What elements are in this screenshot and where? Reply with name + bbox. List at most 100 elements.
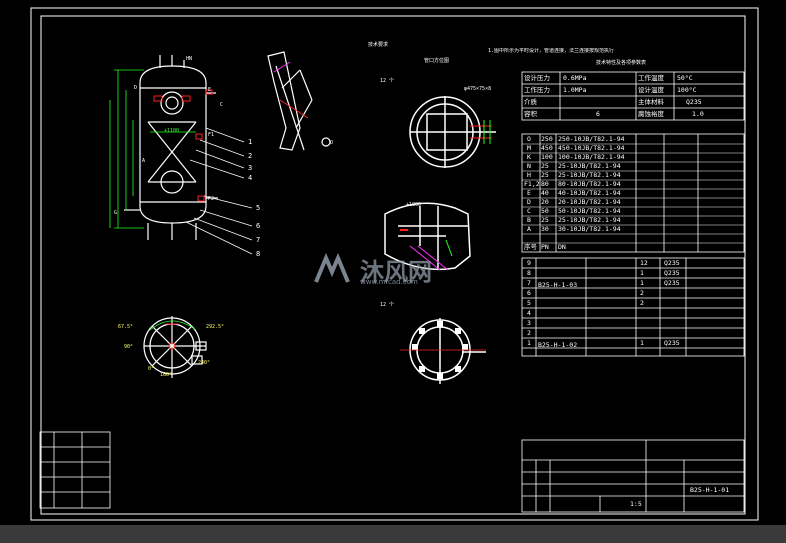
part-no: 4 <box>527 309 531 317</box>
part-no: 2 <box>527 329 531 337</box>
nozzle-dn: 250 <box>541 135 553 143</box>
spec-v1-1: 1.0MPa <box>563 86 587 94</box>
section-view-top-accents <box>470 125 492 139</box>
title-drawing-no: B25-H-1-01 <box>690 486 730 494</box>
spec-v2-0: 50°C <box>677 74 693 82</box>
nozzle-std: 20-10JB/T82.1-94 <box>558 198 621 206</box>
nozzle-std: 25-10JB/T82.1-94 <box>558 171 621 179</box>
leader-3: 3 <box>248 164 253 172</box>
nozzle-std: 80-10JB/T82.1-94 <box>558 180 621 188</box>
part-no: 8 <box>527 269 531 277</box>
part-qty: 2 <box>640 299 644 307</box>
callout-d-top: D <box>134 85 138 91</box>
part-mat: Q235 <box>664 339 680 347</box>
spec-table-lines <box>521 71 745 121</box>
spec-v1-3: 6 <box>596 110 600 118</box>
bracket-section-line <box>279 99 309 119</box>
nozzle-dn: 20 <box>541 198 549 206</box>
nozzle-highlights <box>153 89 213 202</box>
leader-6: 6 <box>256 222 261 230</box>
bottom-strip <box>0 525 786 543</box>
nozzle-orientation-arc <box>149 320 197 331</box>
section-view-middle-green <box>445 239 453 257</box>
callout-a: A <box>142 158 146 164</box>
spec-k1-3: 容积 <box>524 110 537 118</box>
section-view-bottom[interactable] <box>409 318 486 384</box>
part-no: 5 <box>527 299 531 307</box>
part-qty: 1 <box>640 339 644 347</box>
nozzle-id: D <box>527 198 531 206</box>
notes-line-1: 1.图中所示为平时设计，管道连接，法兰连接按规范执行 <box>488 48 615 54</box>
angle-4: 180° <box>160 372 173 378</box>
section-view-middle[interactable] <box>384 202 471 271</box>
dimension-lines-front <box>109 69 196 229</box>
vessel-front-view[interactable] <box>124 55 218 240</box>
nozzle-std: 25-10JB/T82.1-94 <box>558 216 621 224</box>
callout-o: O <box>330 140 334 146</box>
part-qty: 12 <box>640 259 648 267</box>
part-no: 6 <box>527 289 531 297</box>
part-no: 1 <box>527 339 531 347</box>
nozzle-dn: 25 <box>541 171 549 179</box>
part-no: 7 <box>527 279 531 287</box>
nozzle-id: M <box>527 144 531 152</box>
callout-bot-view: 12 个 <box>380 302 395 308</box>
callout-c: C <box>220 102 224 108</box>
spec-title: 技术特性及各项参数表 <box>596 60 647 66</box>
nozzle-id: O <box>527 135 531 143</box>
leader-1: 1 <box>248 138 253 146</box>
spec-k1-0: 设计压力 <box>524 74 550 82</box>
part-mat: Q235 <box>664 279 680 287</box>
angle-1: 67.5° <box>118 324 134 330</box>
nozzle-id: H <box>527 171 531 179</box>
spec-v2-2: Q235 <box>686 98 702 106</box>
angle-6: 0° <box>148 366 155 372</box>
nozzle-std: 30-10JB/T82.1-94 <box>558 225 621 233</box>
watermark-logo-icon <box>314 252 350 283</box>
callout-f1: F1 <box>208 132 215 138</box>
nozzle-dn: 450 <box>541 144 553 152</box>
nozzle-id: N <box>527 162 531 170</box>
section-view-middle-accent <box>409 245 449 271</box>
part-leader-lines <box>185 127 253 255</box>
part-qty: 1 <box>640 269 644 277</box>
callout-top-view: 12 个 <box>380 78 395 84</box>
spec-k1-2: 介质 <box>524 98 537 106</box>
callout-elev: +1800 <box>406 202 422 208</box>
nozzle-std: 100-10JB/T82.1-94 <box>558 153 625 161</box>
notes-header: 技术要求 <box>368 42 389 48</box>
nozzle-std: 40-10JB/T82.1-94 <box>558 189 621 197</box>
section-view-top[interactable] <box>409 96 496 168</box>
nozzle-dn: 25 <box>541 162 549 170</box>
nozzle-id: A <box>527 225 531 233</box>
part-mat: Q235 <box>664 269 680 277</box>
nozzle-dn: 30 <box>541 225 549 233</box>
spec-k2-1: 设计温度 <box>638 86 664 94</box>
nozzle-table-rows <box>522 143 744 244</box>
nozzle-std: 250-10JB/T82.1-94 <box>558 135 625 143</box>
callout-hn: HN <box>186 56 193 62</box>
part-code: B25-H-1-03 <box>538 281 578 289</box>
bracket-hatch <box>273 61 291 73</box>
part-qty: 1 <box>640 279 644 287</box>
nozzle-dn: 100 <box>541 153 553 161</box>
sheet-border-inner <box>40 15 746 515</box>
leader-8: 8 <box>256 250 261 258</box>
callout-g: G <box>114 210 118 216</box>
section-view-bottom-teeth <box>412 321 468 379</box>
spec-k2-2: 主体材料 <box>638 98 664 106</box>
nozzle-dn: 80 <box>541 180 549 188</box>
angle-3: 90° <box>124 344 134 350</box>
spec-v2-3: 1.0 <box>692 110 704 118</box>
spec-v2-1: 100°C <box>677 86 697 94</box>
bracket-detail[interactable] <box>267 51 331 151</box>
part-mat: Q235 <box>664 259 680 267</box>
callout-plate-dim: φ475×75×8 <box>464 86 492 92</box>
callout-e: E <box>208 87 212 93</box>
spec-k2-0: 工作温度 <box>638 74 664 82</box>
nozzle-dn: 40 <box>541 189 549 197</box>
part-no: 3 <box>527 319 531 327</box>
leader-5: 5 <box>256 204 261 212</box>
leader-7: 7 <box>256 236 261 244</box>
